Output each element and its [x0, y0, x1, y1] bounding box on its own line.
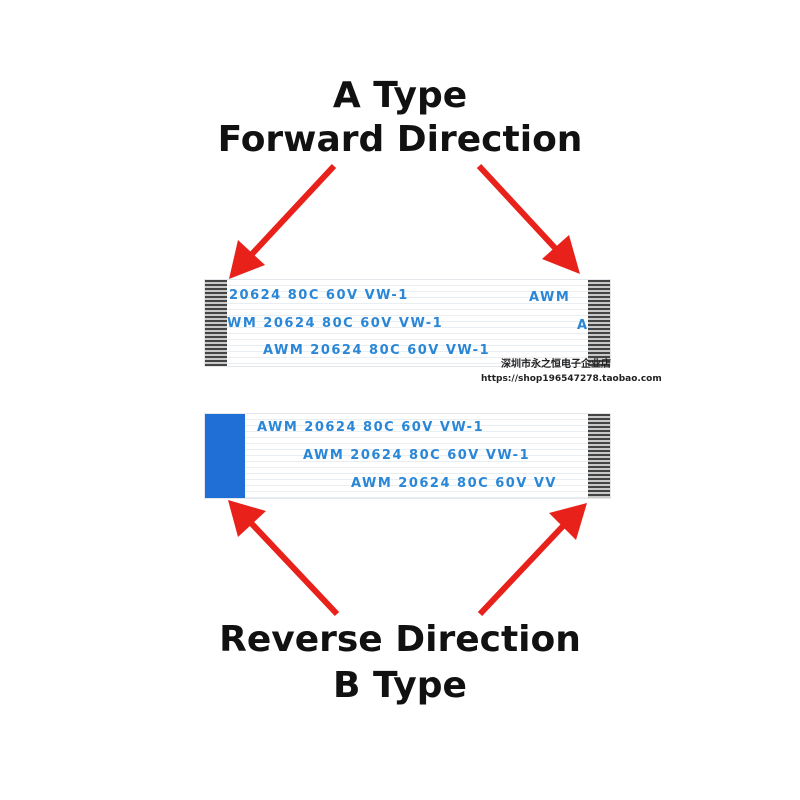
left-contacts	[205, 280, 227, 366]
cable-b-print-row3: AWM 20624 80C 60V VV	[351, 476, 557, 491]
cable-a-print-row2-tail: A	[577, 318, 589, 333]
blue-stiffener	[205, 414, 245, 498]
arrow-top-left	[229, 163, 337, 279]
right-contacts	[588, 280, 610, 366]
arrow-top-right	[476, 163, 580, 274]
cable-b-print-row2: AWM 20624 80C 60V VW-1	[303, 448, 531, 463]
top-heading-line1: A Type	[332, 75, 468, 116]
ffc-cable-type-b: AWM 20624 80C 60V VW-1 AWM 20624 80C 60V…	[205, 414, 610, 498]
ffc-cable-type-a: 20624 80C 60V VW-1 AWM WM 20624 80C 60V …	[205, 280, 610, 366]
bottom-heading-line1: Reverse Direction	[219, 619, 581, 660]
top-heading-line2: Forward Direction	[217, 119, 583, 160]
cable-a-print-row1: 20624 80C 60V VW-1	[229, 288, 409, 303]
cable-a-print-row3: AWM 20624 80C 60V VW-1	[263, 343, 491, 358]
cable-b-print-row1: AWM 20624 80C 60V VW-1	[257, 420, 485, 435]
cable-a-print-row2: WM 20624 80C 60V VW-1	[227, 316, 444, 331]
arrow-bottom-left	[228, 500, 340, 617]
right-contacts	[588, 414, 610, 498]
bottom-heading-line2: B Type	[333, 665, 467, 706]
shop-watermark-name: 深圳市永之恒电子企业店	[501, 359, 611, 370]
arrow-bottom-right	[477, 503, 587, 617]
shop-watermark-url: https://shop196547278.taobao.com	[481, 374, 662, 384]
cable-a-print-row1-tail: AWM	[529, 290, 571, 305]
